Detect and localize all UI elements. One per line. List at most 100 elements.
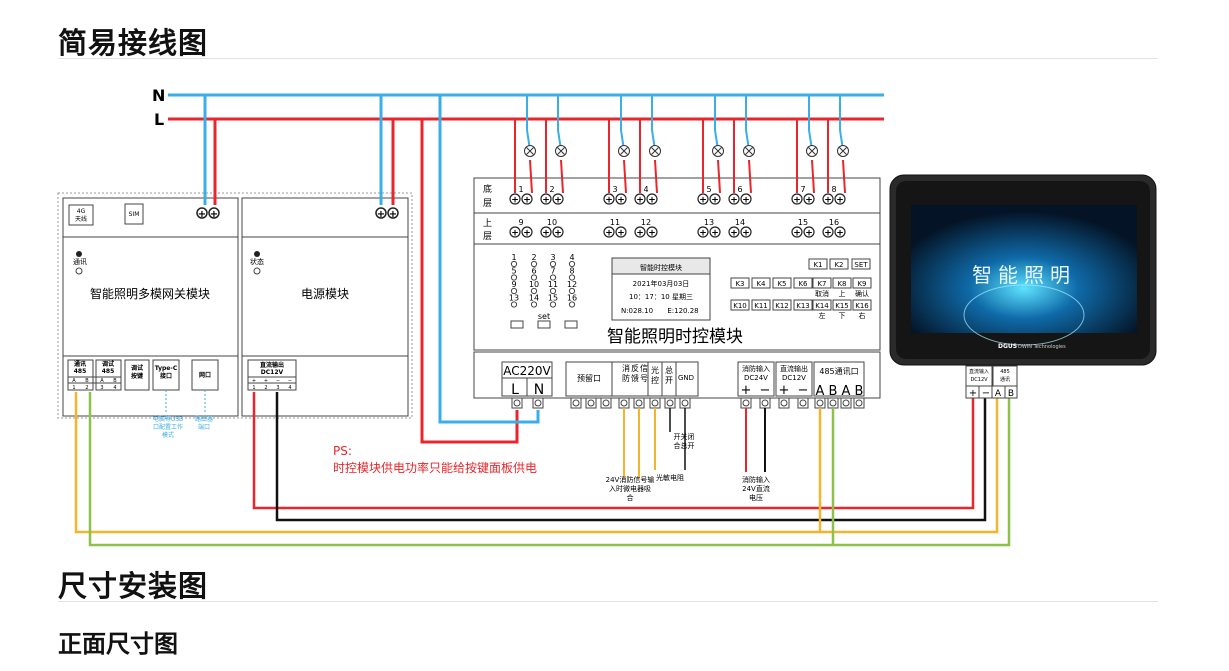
svg-text:+: + [836, 229, 844, 239]
svg-text:+: + [741, 383, 752, 398]
panel-screen-text: 智能照明 [972, 263, 1076, 287]
terminal-screw [552, 193, 564, 205]
svg-text:B: B [855, 384, 864, 399]
led-button [510, 320, 524, 329]
svg-text:K13: K13 [796, 302, 810, 310]
svg-text:K12: K12 [775, 302, 789, 310]
led-indicator [530, 260, 538, 268]
svg-text:通讯: 通讯 [1000, 376, 1010, 383]
led-indicator [510, 260, 518, 268]
svg-text:网口: 网口 [199, 371, 211, 379]
gnd-label: GND [678, 374, 694, 382]
lcd-e: E:120.28 [667, 307, 698, 315]
svg-text:K6: K6 [798, 280, 808, 288]
wiring-heading-rule [58, 58, 1158, 59]
svg-text:Type-C: Type-C [155, 365, 178, 372]
svg-text:4: 4 [288, 385, 291, 391]
terminal-screw [740, 226, 752, 238]
top-channel-label: 13 [704, 218, 714, 227]
fire-input-note: 消防输入 [742, 475, 770, 484]
svg-text:2: 2 [264, 385, 267, 391]
svg-text:+: + [554, 229, 562, 239]
svg-text:485: 485 [1000, 369, 1010, 375]
svg-text:+: + [377, 209, 385, 220]
svg-text:DC12V: DC12V [970, 377, 988, 383]
led-label: 16 [567, 294, 577, 303]
svg-text:+: + [636, 229, 644, 239]
svg-text:端口: 端口 [198, 423, 210, 431]
svg-text:−: − [276, 378, 280, 384]
svg-text:+: + [742, 229, 750, 239]
svg-text:+: + [711, 196, 719, 206]
terminal-screw [521, 226, 533, 238]
svg-text:+: + [523, 229, 531, 239]
svg-text:+: + [198, 209, 206, 220]
led-label: 2 [531, 253, 536, 262]
led-indicator [549, 274, 557, 281]
terminal-screw [791, 226, 803, 238]
note-typec: 电脑等USB [153, 415, 183, 423]
svg-text:+: + [542, 196, 550, 206]
lamp-wire-n [620, 95, 625, 151]
terminal-screw [709, 193, 721, 205]
svg-text:按键: 按键 [131, 372, 144, 380]
antenna-label: 4G [77, 208, 86, 215]
svg-text:天线: 天线 [75, 215, 87, 223]
svg-text:SET: SET [854, 261, 868, 269]
svg-text:+: + [730, 229, 738, 239]
lamp-wire-n [745, 95, 750, 151]
led-label: 6 [531, 267, 536, 276]
key-button [751, 277, 771, 289]
terminal-screw [540, 193, 552, 205]
top-channel-label: 10 [547, 218, 557, 227]
key-button [751, 299, 771, 311]
key-button [832, 299, 852, 311]
terminal-screw [822, 193, 834, 205]
terminal-screw [803, 193, 815, 205]
svg-text:DC12V: DC12V [261, 369, 284, 376]
svg-text:B: B [113, 378, 117, 384]
terminal-screw [697, 226, 709, 238]
svg-text:接口: 接口 [159, 372, 172, 380]
led-label: 4 [569, 253, 574, 262]
key-button [812, 299, 832, 311]
terminal-screw [740, 193, 752, 205]
key-button [852, 277, 872, 289]
led-label: 5 [511, 267, 516, 276]
led-indicator [530, 287, 538, 295]
svg-text:K14: K14 [815, 302, 829, 310]
key-button [808, 258, 828, 270]
bottom-channel-label: 2 [549, 185, 554, 194]
bottom-channel-label: 4 [643, 185, 648, 194]
svg-text:K16: K16 [855, 302, 869, 310]
svg-text:+: + [389, 209, 397, 220]
svg-text:−: − [760, 383, 771, 398]
switch-note: 开关闭 [674, 432, 695, 441]
led-indicator [549, 287, 557, 295]
svg-text:A: A [995, 389, 1002, 399]
lcd-date: 2021年03月03日 [633, 279, 690, 288]
led-label: 11 [548, 280, 558, 289]
bottom-channel-label: 3 [612, 185, 617, 194]
front-heading: 正面尺寸图 [58, 630, 178, 658]
svg-text:+: + [836, 196, 844, 206]
svg-text:+: + [617, 196, 625, 206]
led-label: 10 [529, 280, 539, 289]
svg-text:K8: K8 [837, 280, 846, 288]
top-channel-label: 14 [735, 218, 745, 227]
comm-label: 通讯 [73, 257, 87, 266]
power-title: 电源模块 [301, 287, 349, 301]
svg-text:B: B [1008, 389, 1014, 399]
svg-text:+: + [969, 388, 977, 399]
svg-text:2: 2 [85, 385, 88, 391]
svg-text:DC12V: DC12V [782, 374, 806, 382]
sim-label: SIM [129, 211, 140, 218]
svg-text:层: 层 [483, 231, 492, 242]
svg-text:A: A [842, 384, 851, 399]
svg-text:+: + [511, 229, 519, 239]
lamp-wire-n [714, 95, 719, 151]
timer-title: 智能照明时控模块 [607, 327, 743, 347]
led-label: 7 [550, 267, 555, 276]
svg-text:24V直流: 24V直流 [742, 484, 770, 493]
